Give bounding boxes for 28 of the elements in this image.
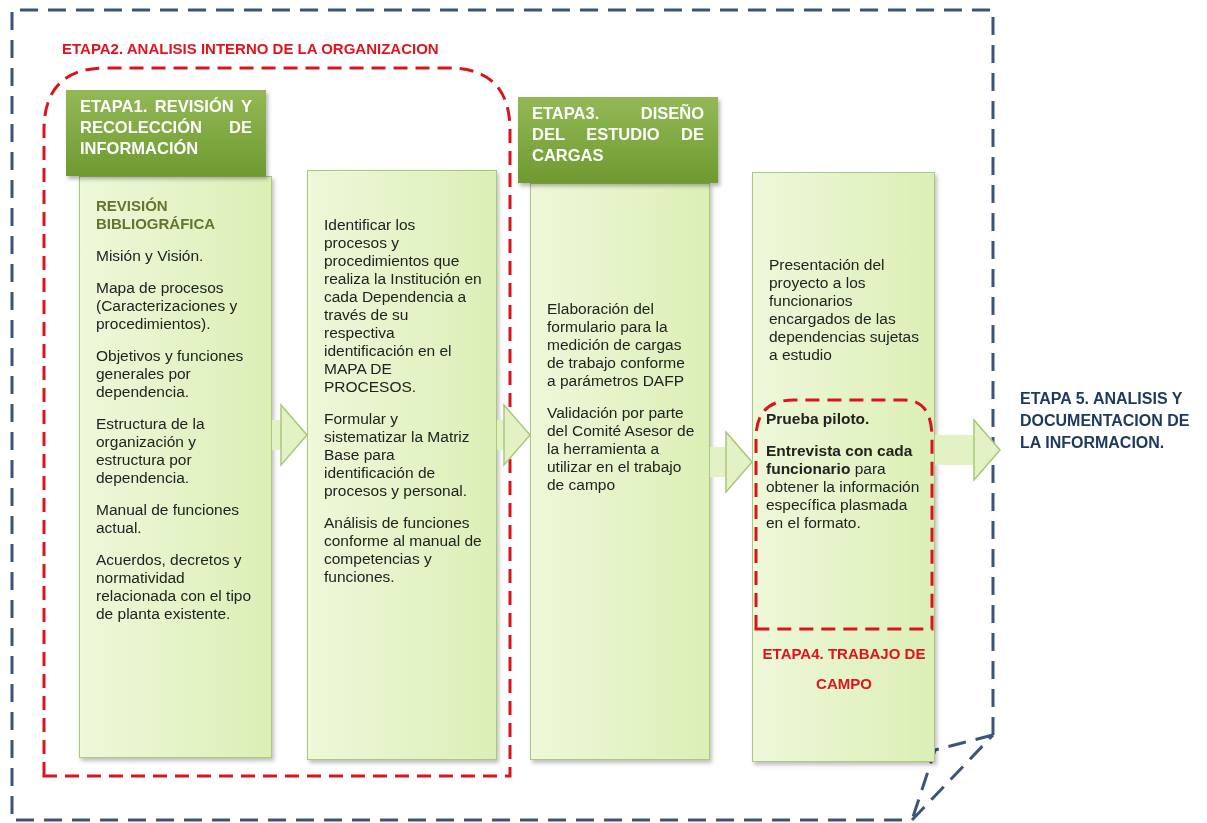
stage-header: ETAPA1. REVISIÓN Y RECOLECCIÓN DE INFORMACIÓN: [66, 90, 266, 176]
block-arrow: [272, 404, 308, 466]
region-heading: ETAPA4. TRABAJO DE CAMPO: [761, 644, 927, 694]
column-text: Acuerdos, decretos y normatividad relacionada con el tipo de planta existente.: [96, 551, 253, 623]
column-text: Objetivos y funciones generales por dependencia.: [96, 347, 245, 401]
process-column: [530, 183, 710, 760]
column-text: Formular y sistematizar la Matriz Base para identificación de procesos y personal.: [324, 410, 471, 500]
process-column: [752, 172, 935, 762]
stage-label: ETAPA 5. ANALISIS Y DOCUMENTACION DE LA INFORMACION.: [1000, 388, 1200, 454]
column-text: Mapa de procesos (Caracterizaciones y procedimientos).: [96, 279, 239, 333]
process-column: [307, 170, 497, 760]
column-text: Elaboración del formulario para la medición de cargas de trabajo conforme a parámetros DAFP: [547, 300, 686, 390]
stage-header: ETAPA3. DISEÑO DEL ESTUDIO DE CARGAS: [518, 97, 718, 183]
column-text: Entrevista con cada funcionario para obtener la información específica plasmada en el formato.: [766, 442, 921, 532]
column-text: Presentación del proyecto a los funcionarios encargados de las dependencias sujetas a estudio: [769, 256, 920, 364]
column-text: Misión y Visión.: [96, 247, 205, 265]
column-text: Estructura de la organización y estructura por dependencia.: [96, 415, 206, 487]
block-arrow: [935, 419, 1001, 481]
column-text: Manual de funciones actual.: [96, 501, 241, 537]
region-heading: ETAPA2. ANALISIS INTERNO DE LA ORGANIZACION: [62, 40, 439, 57]
column-text: Análisis de funciones conforme al manual de competencias y funciones.: [324, 514, 482, 586]
bold-step-text: Prueba piloto.: [766, 410, 871, 428]
column-text: Identificar los procesos y procedimientos que realiza la Institución en cada Dependencia a través de su respectiva identificación en el MAPA DE PROCESOS.: [324, 216, 482, 396]
section-heading: REVISIÓN BIBLIOGRÁFICA: [96, 197, 217, 233]
process-column: [79, 176, 272, 758]
block-arrow: [497, 404, 531, 466]
column-text: Validación por parte del Comité Asesor de la herramienta a utilizar en el trabajo de campo: [547, 404, 695, 494]
block-arrow: [710, 431, 753, 493]
